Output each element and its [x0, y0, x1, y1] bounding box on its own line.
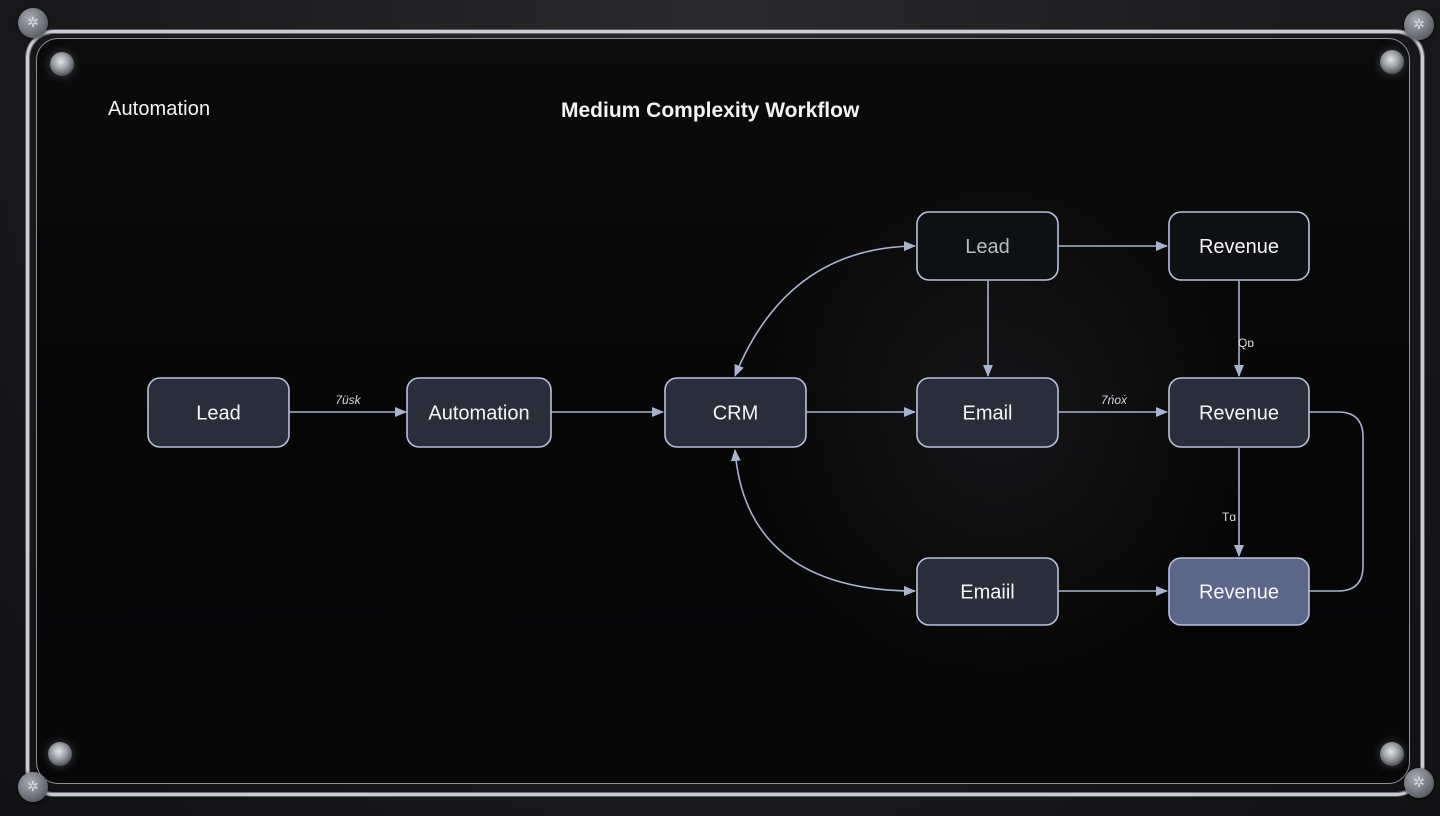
edge-label: Tɑ: [1222, 510, 1236, 524]
node-revenue-2[interactable]: Revenue: [1168, 377, 1310, 448]
screw-icon: ✲: [18, 8, 48, 38]
screw-icon: ✲: [1404, 768, 1434, 798]
edges-layer: [289, 241, 1364, 596]
node-revenue-3[interactable]: Revenue: [1168, 557, 1310, 626]
edge-revenue-loop-right: [1309, 411, 1364, 592]
node-automation[interactable]: Automation: [406, 377, 552, 448]
node-label: Revenue: [1199, 403, 1279, 425]
node-email-2[interactable]: Emaiil: [916, 557, 1059, 626]
node-label: Email: [962, 403, 1012, 425]
edge-labels: 7üsk 7ńoẋ Qɒ Tɑ: [335, 336, 1254, 524]
edge-label: 7üsk: [335, 393, 361, 407]
node-label: CRM: [713, 403, 759, 425]
node-box[interactable]: [1168, 377, 1310, 448]
standoff-icon: [48, 742, 72, 766]
node-revenue-1[interactable]: Revenue: [1168, 211, 1310, 281]
screw-icon: ✲: [18, 772, 48, 802]
edge-crm-lead-bidirectional: [734, 241, 916, 377]
node-box[interactable]: [1168, 211, 1310, 281]
node-box[interactable]: [1168, 557, 1310, 626]
standoff-icon: [1380, 742, 1404, 766]
node-box[interactable]: [916, 211, 1059, 281]
node-label: Automation: [428, 403, 529, 425]
diagram-title: Medium Complexity Workflow: [561, 99, 860, 122]
node-box[interactable]: [916, 557, 1059, 626]
node-label: Revenue: [1199, 582, 1279, 604]
node-label: Lead: [196, 403, 241, 425]
standoff-icon: [50, 52, 74, 76]
edge-label: 7ńoẋ: [1101, 393, 1128, 407]
edge-label: Qɒ: [1238, 336, 1254, 350]
screw-icon: ✲: [1404, 10, 1434, 40]
node-label: Emaiil: [960, 582, 1014, 604]
node-lead-2[interactable]: Lead: [916, 211, 1059, 281]
node-lead-1[interactable]: Lead: [147, 377, 290, 448]
node-box[interactable]: [406, 377, 552, 448]
node-box[interactable]: [147, 377, 290, 448]
node-crm[interactable]: CRM: [664, 377, 807, 448]
standoff-icon: [1380, 50, 1404, 74]
section-label: Automation: [108, 98, 211, 120]
node-email-1[interactable]: Email: [916, 377, 1059, 448]
node-label: Lead: [965, 236, 1010, 258]
node-box[interactable]: [916, 377, 1059, 448]
node-box[interactable]: [664, 377, 807, 448]
node-label: Revenue: [1199, 236, 1279, 258]
edge-crm-email-bidirectional: [730, 449, 916, 596]
glass-panel-frame: [26, 30, 1424, 796]
